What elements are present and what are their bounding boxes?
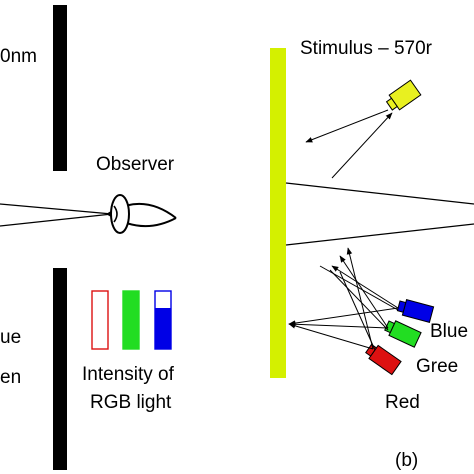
intensity-label-line2: RGB light — [90, 392, 172, 413]
blue-label: Blue — [430, 321, 468, 342]
view-line-upper — [0, 203, 113, 215]
observer-label: Observer — [96, 154, 175, 175]
intensity-bar-green — [122, 290, 140, 350]
rgb-rays — [288, 247, 399, 351]
eye-icon — [107, 194, 177, 234]
red-label: Red — [385, 392, 420, 413]
stimulus-ray-back — [331, 112, 393, 179]
intensity-bar-blue — [154, 290, 172, 350]
projector-lamp-icon-blue — [396, 299, 435, 323]
left-blue-partial-label: ue — [0, 327, 21, 348]
right-view-line-lower — [285, 223, 474, 246]
stimulus-ray-out — [305, 109, 389, 143]
stimulus-label: Stimulus – 570r — [300, 38, 433, 59]
stimulus-screen — [270, 48, 286, 378]
wavelength-left-label: 0nm — [0, 46, 37, 67]
right-view-line-upper — [285, 182, 474, 205]
left-screen-lower — [53, 268, 67, 470]
left-screen-upper — [53, 5, 67, 171]
projector-lamp-icon-green — [384, 320, 422, 348]
projector-lamp-icon-stimulus — [385, 79, 422, 111]
green-label: Gree — [416, 356, 458, 377]
intensity-bar-red — [91, 290, 109, 350]
left-green-partial-label: en — [0, 367, 21, 388]
view-line-lower — [0, 213, 113, 227]
projector-lamp-icon-red — [365, 343, 402, 376]
intensity-label-line1: Intensity of — [82, 364, 175, 385]
panel-b-label: (b) — [395, 450, 418, 471]
